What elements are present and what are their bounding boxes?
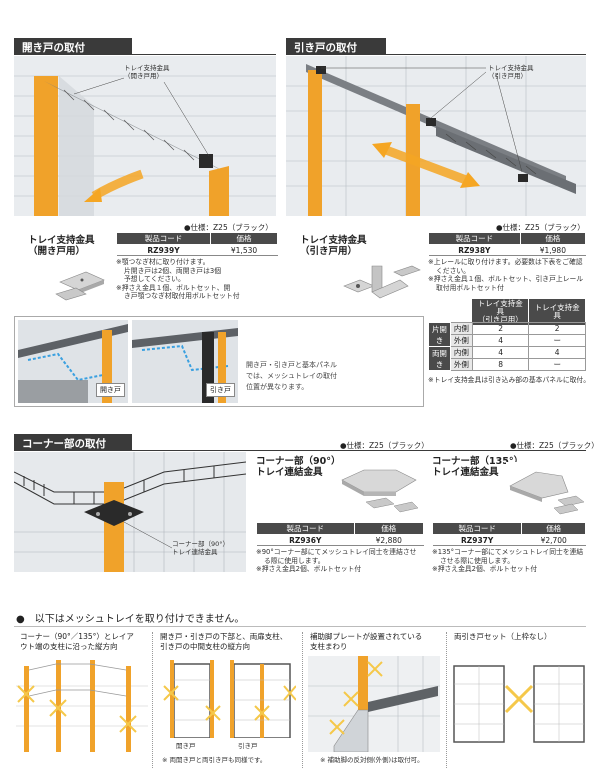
product-code: RZ937Y [432, 534, 522, 546]
section-rule [286, 54, 586, 55]
price-table: 製品コード価格 RZ937Y¥2,700 [431, 522, 586, 546]
section-header-swing-door: 開き戸の取付 [14, 38, 132, 55]
section-rule [14, 54, 276, 55]
notes-corner-90: ※90°コーナー部にてメッシュトレイ同士を連結させ る際に使用します。 ※押さえ… [256, 548, 417, 573]
swing-door-callout: トレイ支持金具 （開き戸用） [124, 64, 170, 80]
product-code: RZ939Y [116, 244, 211, 256]
swing-door-illustration [14, 56, 276, 216]
corner-callout: コーナー部（90°） トレイ連結金具 [172, 540, 230, 556]
price-table: 製品コード価格 RZ936Y¥2,880 [256, 522, 425, 546]
tag-sliding: 引き戸 [206, 383, 235, 397]
bracket-135-image [506, 462, 588, 516]
swing-bracket-drawing [55, 271, 105, 301]
price-table: 製品コード価格 RZ939Y¥1,530 [115, 232, 278, 256]
sliding-door-photo [286, 56, 586, 216]
caption-note: ※ 補助脚の反対側(外側)は取付可。 [320, 756, 424, 764]
product-title: トレイ支持金具 （開き戸用） [28, 235, 95, 257]
caption-sliding: 引き戸 [238, 742, 258, 750]
section-rule [14, 626, 586, 627]
product-title: トレイ支持金具 （引き戸用） [300, 235, 367, 257]
restriction-door-drawing [163, 660, 296, 738]
comparison-photo-swing [18, 320, 128, 403]
price: ¥1,530 [210, 244, 278, 256]
bracket-90-image [338, 462, 420, 516]
spec-label: ●仕様：Z25（ブラック） [340, 441, 429, 450]
bracket-swing-image [52, 262, 112, 304]
bracket-sliding-image [338, 258, 424, 308]
notes-corner-135: ※135°コーナー部にてメッシュトレイ同士を連結 させる際に使用します。 ※押さ… [432, 548, 584, 573]
section-header-sliding-door: 引き戸の取付 [286, 38, 386, 55]
product-title: コーナー部（135°） トレイ連結金具 [432, 456, 524, 478]
sliding-bracket-drawing [343, 265, 421, 299]
card-title: コーナー（90°／135°）とレイア ウト端の支柱に沿った縦方向 [20, 632, 134, 651]
divider [446, 632, 447, 768]
tag-swing: 開き戸 [96, 383, 125, 397]
restriction-double-sliding-drawing [453, 665, 585, 743]
product-title: コーナー部（90°） トレイ連結金具 [256, 456, 341, 478]
restriction-leg-image [308, 656, 440, 752]
product-code: RZ938Y [428, 244, 521, 256]
price: ¥2,700 [521, 534, 586, 546]
table-row: 外側 4 ー [429, 334, 586, 347]
section-header-corner: コーナー部の取付 [14, 434, 132, 451]
card-title: 補助脚プレートが設置されている 支柱まわり [310, 632, 423, 651]
section-rule [14, 450, 586, 451]
table-row: 外側 8 ー [429, 358, 586, 371]
comparison-swing-illustration [18, 320, 128, 403]
spec-label: ●仕様：Z25（ブラック） [510, 441, 599, 450]
notes-sliding: ※上レールに取り付けます。必要数は下表をご確認 ください。 ※押さえ金具１個、ボ… [428, 258, 584, 292]
restriction-double-sliding-image [452, 660, 586, 744]
restriction-heading: ● 以下はメッシュトレイを取り付けできません。 [16, 614, 245, 625]
spec-label: ●仕様：Z25（ブラック） [184, 223, 273, 232]
spec-label: ●仕様：Z25（ブラック） [496, 223, 585, 232]
price: ¥1,980 [520, 244, 586, 256]
price: ¥2,880 [354, 534, 424, 546]
notes-swing: ※顎つなぎ材に取り付けます。 片開き戸は2個、両開き戸は3個 予想してください。… [116, 258, 240, 300]
sliding-door-callout: トレイ支持金具 （引き戸用） [488, 64, 534, 80]
restriction-door-image [160, 660, 296, 738]
divider [302, 632, 303, 768]
table-row: 片開き 内側 2 2 [428, 322, 586, 347]
restriction-corner-drawing [16, 660, 148, 752]
comparison-text: 開き戸・引き戸と基本パネル では、メッシュトレイの取付 位置が異なります。 [246, 361, 337, 391]
restriction-corner-image [16, 656, 148, 752]
matrix-note: ※トレイ支持金具は引き込み部の基本パネルに取付。 [428, 376, 591, 384]
bracket-90-drawing [341, 469, 419, 513]
quantity-matrix-body: 片開き 内側 2 2 外側 4 ー 両開き 内側 4 4 外側 8 ー [428, 322, 586, 371]
restriction-leg-drawing [308, 656, 440, 752]
sliding-door-illustration [286, 56, 586, 216]
corner-photo [14, 452, 246, 572]
card-title: 両引き戸セット（上枠なし） [454, 632, 552, 641]
corner-illustration [14, 452, 246, 572]
card-title: 開き戸・引き戸の下部と、両扉支柱、 引き戸の中間支柱の縦方向 [160, 632, 288, 651]
product-code: RZ936Y [256, 534, 355, 546]
bracket-135-drawing [509, 471, 585, 515]
quantity-matrix: トレイ支持金具（引き戸用） トレイ支持金具 [428, 298, 586, 326]
caption-note: ※ 両開き戸と両引き戸も同様です。 [162, 756, 267, 764]
caption-swing: 開き戸 [176, 742, 196, 750]
swing-door-photo [14, 56, 276, 216]
table-row: 両開き 内側 4 4 [428, 346, 586, 371]
price-table: 製品コード価格 RZ938Y¥1,980 [428, 232, 587, 256]
divider [152, 632, 153, 768]
